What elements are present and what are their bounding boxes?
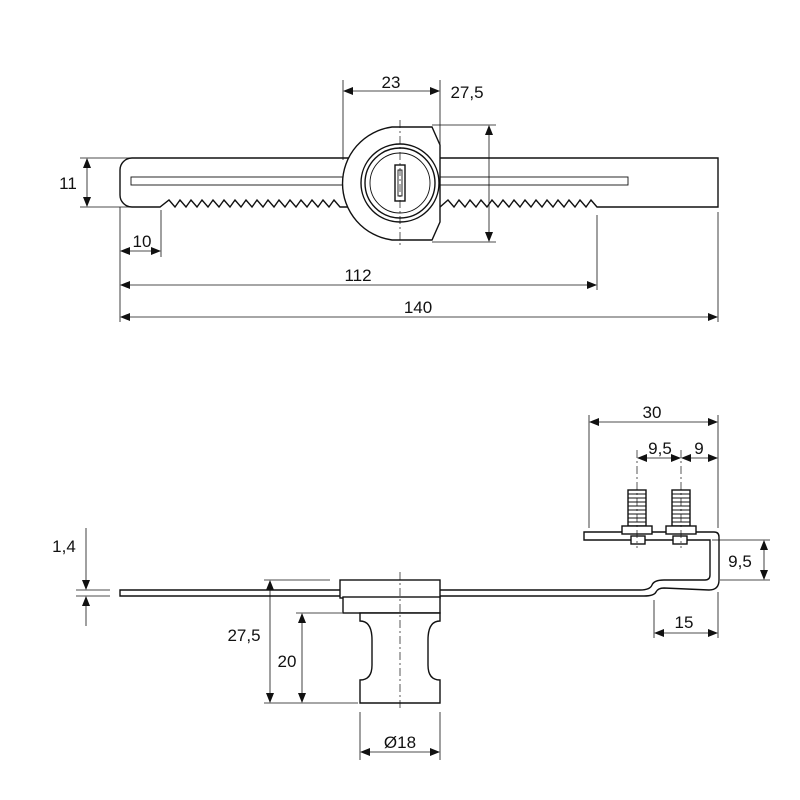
dim-thickness: 1,4 bbox=[52, 537, 76, 556]
dim-bar-height: 11 bbox=[59, 174, 77, 193]
dim-rack-length: 112 bbox=[344, 266, 371, 285]
dim-total-length: 140 bbox=[404, 298, 432, 317]
top-view: 23 27,5 11 10 112 140 bbox=[59, 73, 719, 322]
dim-bend-height: 9,5 bbox=[728, 552, 752, 571]
dim-terminal-edge: 9 bbox=[694, 439, 703, 458]
dim-end-offset: 10 bbox=[133, 232, 152, 251]
dim-lock-width: 23 bbox=[382, 73, 401, 92]
lock-head bbox=[342, 596, 441, 614]
dim-lock-height: 27,5 bbox=[450, 83, 483, 102]
dim-terminal-pitch: 9,5 bbox=[648, 439, 672, 458]
lock-flange bbox=[339, 579, 441, 599]
side-view: 30 9,5 9 9,5 15 1,4 27,5 20 bbox=[52, 403, 770, 760]
dim-diameter: Ø18 bbox=[384, 733, 416, 752]
dim-body-height: 27,5 bbox=[227, 626, 260, 645]
dim-terminal-span: 30 bbox=[643, 403, 662, 422]
rack-strip-side bbox=[119, 531, 720, 597]
dim-neck-height: 20 bbox=[278, 652, 297, 671]
dim-bend-length: 15 bbox=[675, 613, 694, 632]
